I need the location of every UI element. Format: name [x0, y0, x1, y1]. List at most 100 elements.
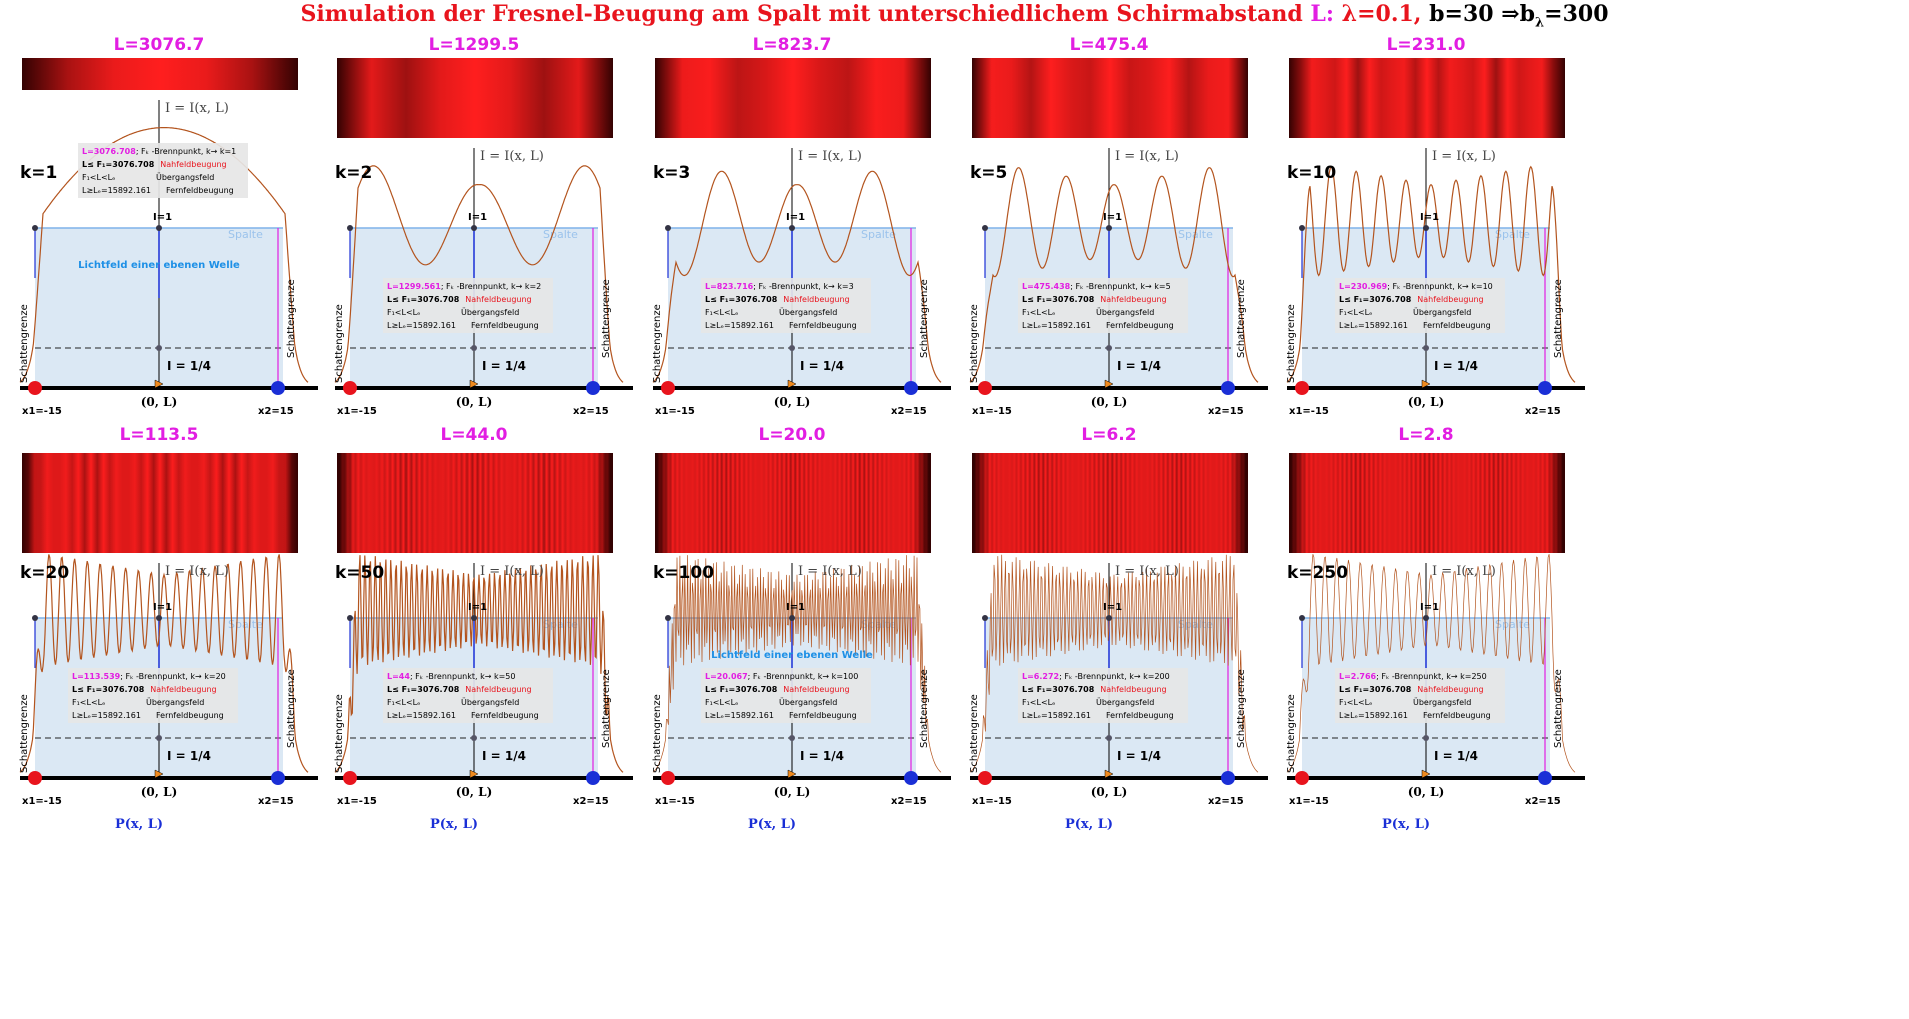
info-box — [68, 668, 238, 723]
x2-label: x2=15 — [1525, 406, 1561, 417]
info-line-fernfeld: L≥Lₑ=15892.161 — [1022, 321, 1091, 330]
distance-label: L=231.0 — [1387, 35, 1466, 55]
info-line-fernfeld: L≥Lₑ=15892.161 — [1339, 321, 1408, 330]
x1-label: x1=-15 — [337, 406, 377, 417]
info-line-focal: L=1299.561; Fₖ -Brennpunkt, k→ k=2 — [387, 282, 541, 291]
intensity-curve — [19, 554, 309, 773]
info-line-fernfeld: L≥Lₑ=15892.161 — [705, 321, 774, 330]
distance-label: L=2.8 — [1398, 425, 1453, 445]
intensity-label: I = I(x, L) — [1432, 149, 1496, 164]
slit-label: Spalte — [1495, 228, 1530, 241]
right-edge-point[interactable] — [1538, 771, 1552, 785]
x1-label: x1=-15 — [1289, 406, 1329, 417]
svg-text:Übergangsfeld: Übergangsfeld — [1096, 697, 1154, 707]
shadow-boundary-right: Schattengrenze — [601, 279, 612, 358]
left-edge-point[interactable] — [978, 771, 992, 785]
right-edge-point[interactable] — [271, 771, 285, 785]
k-label: k=3 — [653, 163, 690, 183]
info-box — [1335, 668, 1505, 723]
k-label: k=10 — [1287, 163, 1336, 183]
svg-text:Fernfeldbeugung: Fernfeldbeugung — [471, 711, 539, 720]
shadow-boundary-right: Schattengrenze — [286, 279, 297, 358]
left-edge-point[interactable] — [28, 381, 42, 395]
svg-text:Fernfeldbeugung: Fernfeldbeugung — [471, 321, 539, 330]
distance-label: L=6.2 — [1081, 425, 1136, 445]
info-line-uebergang: F₁<L<Lₑ — [1339, 308, 1372, 317]
x2-label: x2=15 — [891, 406, 927, 417]
x2-label: x2=15 — [258, 406, 294, 417]
info-line-fernfeld: L≥Lₑ=15892.161 — [387, 711, 456, 720]
svg-text:Fernfeldbeugung: Fernfeldbeugung — [1423, 321, 1491, 330]
right-edge-point[interactable] — [586, 771, 600, 785]
left-edge-point[interactable] — [661, 381, 675, 395]
I-quarter-label: I = 1/4 — [167, 359, 211, 373]
left-edge-point[interactable] — [343, 381, 357, 395]
info-line-focal: L=2.766; Fₖ -Brennpunkt, k→ k=250 — [1339, 672, 1487, 681]
right-edge-point[interactable] — [1221, 771, 1235, 785]
right-edge-point[interactable] — [1221, 381, 1235, 395]
x2-label: x2=15 — [1208, 406, 1244, 417]
svg-text:Übergangsfeld: Übergangsfeld — [1096, 307, 1154, 317]
origin-label: (0, L) — [1091, 395, 1128, 409]
I-quarter-label: I = 1/4 — [1117, 359, 1161, 373]
svg-text:Übergangsfeld: Übergangsfeld — [779, 697, 837, 707]
intensity-label: I = I(x, L) — [165, 101, 229, 116]
info-line-fernfeld: L≥Lₑ=15892.161 — [387, 321, 456, 330]
x1-label: x1=-15 — [337, 796, 377, 807]
intensity-label: I = I(x, L) — [165, 564, 229, 579]
left-edge-point[interactable] — [1295, 381, 1309, 395]
slit-label: Spalte — [861, 228, 896, 241]
origin-label: (0, L) — [141, 395, 178, 409]
k-label: k=100 — [653, 563, 714, 583]
svg-text:Übergangsfeld: Übergangsfeld — [156, 172, 214, 182]
I-quarter-label: I = 1/4 — [1117, 749, 1161, 763]
intensity-label: I = I(x, L) — [1115, 149, 1179, 164]
slit-label: Spalte — [1495, 618, 1530, 631]
svg-text:Übergangsfeld: Übergangsfeld — [461, 697, 519, 707]
x2-label: x2=15 — [258, 796, 294, 807]
info-box — [1335, 278, 1505, 333]
left-edge-point[interactable] — [343, 771, 357, 785]
I-quarter-label: I = 1/4 — [800, 749, 844, 763]
left-edge-point[interactable] — [661, 771, 675, 785]
left-edge-point[interactable] — [28, 771, 42, 785]
origin-label: (0, L) — [774, 785, 811, 799]
shadow-boundary-left: Schattengrenze — [19, 694, 30, 773]
intensity-curve — [652, 555, 942, 773]
intensity-strip — [22, 58, 298, 90]
I-quarter-label: I = 1/4 — [1434, 749, 1478, 763]
k-label: k=1 — [20, 163, 57, 183]
right-edge-point[interactable] — [1538, 381, 1552, 395]
intensity-strip — [22, 453, 298, 553]
slit-label: Spalte — [228, 228, 263, 241]
intensity-label: I = I(x, L) — [1115, 564, 1179, 579]
info-line-uebergang: F₁<L<Lₑ — [1339, 698, 1372, 707]
I-one-label: I=1 — [786, 212, 805, 223]
info-line-uebergang: F₁<L<Lₑ — [82, 173, 115, 182]
intensity-curve — [334, 165, 624, 383]
info-line-uebergang: F₁<L<Lₑ — [1022, 308, 1055, 317]
info-line-focal: L=230.969; Fₖ -Brennpunkt, k→ k=10 — [1339, 282, 1493, 291]
left-edge-point[interactable] — [978, 381, 992, 395]
x2-label: x2=15 — [1525, 796, 1561, 807]
left-edge-point[interactable] — [1295, 771, 1309, 785]
right-edge-point[interactable] — [586, 381, 600, 395]
distance-label: L=1299.5 — [429, 35, 520, 55]
intensity-label: I = I(x, L) — [1432, 564, 1496, 579]
right-edge-point[interactable] — [904, 771, 918, 785]
right-edge-point[interactable] — [271, 381, 285, 395]
right-edge-point[interactable] — [904, 381, 918, 395]
info-line-focal: L=113.539; Fₖ -Brennpunkt, k→ k=20 — [72, 672, 226, 681]
svg-text:Fernfeldbeugung: Fernfeldbeugung — [1423, 711, 1491, 720]
info-line-fernfeld: L≥Lₑ=15892.161 — [705, 711, 774, 720]
